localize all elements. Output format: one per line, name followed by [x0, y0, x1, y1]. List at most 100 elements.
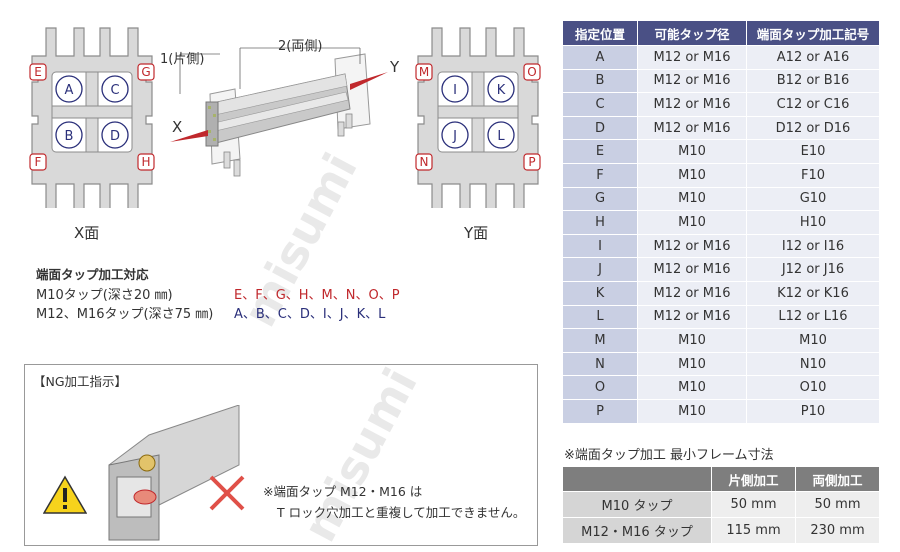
spec-position-cell: B	[562, 68, 638, 94]
spec-position-cell: I	[562, 233, 638, 259]
t-lock-illustration	[108, 405, 240, 541]
spec-position-cell: E	[562, 139, 638, 164]
spec-position-cell: D	[562, 115, 638, 141]
spec-code-cell: O10	[746, 375, 880, 400]
compat-list: M10タップ(深さ20 ㎜) E、F、G、H、M、N、O、P M12、M16タップ…	[36, 286, 400, 324]
min-frame-m12-both: 230 mm	[795, 517, 880, 544]
spec-code-cell: A12 or A16	[746, 45, 880, 70]
spec-position-cell: F	[562, 162, 638, 188]
ng-title: 【NG加工指示】	[33, 374, 128, 389]
spec-position-cell: O	[562, 375, 638, 400]
spec-code-cell: G10	[746, 186, 880, 212]
spec-tap-size-cell: M10	[637, 186, 747, 212]
spec-header-row: 指定位置 可能タップ径 端面タップ加工記号	[562, 20, 880, 46]
spec-tap-size-cell: M12 or M16	[637, 45, 747, 70]
spec-position-cell: J	[562, 257, 638, 282]
tap-A-label: A	[65, 83, 74, 98]
spec-header-tap-size: 可能タップ径	[637, 20, 747, 46]
x-face-profile: E G F H A C B D	[22, 16, 162, 213]
axis-y-label: Y	[389, 58, 400, 76]
tap-D-label: D	[110, 129, 120, 144]
spec-tap-size-cell: M12 or M16	[637, 257, 747, 282]
spec-tap-size-cell: M12 or M16	[637, 280, 747, 306]
frame-3d-diagram: 1(片側) 2(両側) X Y	[160, 34, 410, 194]
spec-tap-size-cell: M12 or M16	[637, 68, 747, 94]
tap-C-label: C	[110, 83, 119, 98]
axis-x-label: X	[172, 118, 182, 136]
compat-m12-label: M12、M16タップ(深さ75 ㎜)	[36, 307, 214, 322]
spec-tap-size-cell: M12 or M16	[637, 233, 747, 259]
tap-O-label: O	[527, 65, 536, 79]
min-frame-title: ※端面タップ加工 最小フレーム寸法	[564, 448, 774, 463]
min-frame-m12-label: M12・M16 タップ	[562, 517, 712, 544]
compat-m10-value: E、F、G、H、M、N、O、P	[234, 288, 400, 303]
x-face-title: X面	[74, 224, 100, 242]
spec-code-cell: M10	[746, 328, 880, 353]
spec-code-cell: L12 or L16	[746, 304, 880, 330]
min-frame-m10-label: M10 タップ	[562, 491, 712, 518]
spec-tap-size-cell: M10	[637, 398, 747, 424]
spec-tap-size-cell: M12 or M16	[637, 115, 747, 141]
warning-icon	[43, 475, 87, 514]
ng-instruction-box: 【NG加工指示】 ※端面タップ M12・M16 は T ロック穴加工と重複して加…	[24, 364, 538, 546]
y-face-profile: M O N P I K J L	[408, 16, 548, 213]
spec-code-cell: H10	[746, 210, 880, 235]
spec-tap-size-cell: M12 or M16	[637, 304, 747, 330]
compat-m10-label: M10タップ(深さ20 ㎜)	[36, 288, 173, 303]
tap-B-label: B	[65, 129, 74, 144]
spec-position-cell: G	[562, 186, 638, 212]
spec-code-cell: D12 or D16	[746, 115, 880, 141]
tap-P-label: P	[528, 155, 535, 169]
compat-m12-value: A、B、C、D、I、J、K、L	[234, 307, 386, 322]
spec-tap-size-cell: M10	[637, 351, 747, 377]
compat-row-m10: M10タップ(深さ20 ㎜) E、F、G、H、M、N、O、P	[36, 286, 400, 305]
ng-cross-icon	[209, 475, 245, 511]
table-row: M12・M16 タップ 115 mm 230 mm	[562, 517, 880, 544]
spec-header-position: 指定位置	[562, 20, 638, 46]
tap-J-label: J	[452, 129, 457, 144]
tap-K-label: K	[497, 83, 506, 98]
min-frame-header-single: 片側加工	[711, 466, 796, 492]
single-side-label: 1(片側)	[160, 52, 204, 67]
tap-N-label: N	[420, 155, 429, 169]
spec-code-cell: N10	[746, 351, 880, 377]
min-frame-header-both: 両側加工	[795, 466, 880, 492]
spec-position-cell: C	[562, 92, 638, 117]
spec-position-cell: K	[562, 280, 638, 306]
spec-code-cell: I12 or I16	[746, 233, 880, 259]
spec-position-cell: P	[562, 398, 638, 424]
spec-tap-size-cell: M10	[637, 139, 747, 164]
both-side-label: 2(両側)	[278, 39, 322, 54]
tap-G-label: G	[141, 65, 150, 79]
spec-code-cell: K12 or K16	[746, 280, 880, 306]
min-frame-header-blank	[562, 466, 712, 492]
spec-code-cell: B12 or B16	[746, 68, 880, 94]
spec-header-code: 端面タップ加工記号	[746, 20, 880, 46]
min-frame-m10-both: 50 mm	[795, 491, 880, 518]
tap-L-label: L	[497, 129, 505, 144]
spec-code-cell: P10	[746, 398, 880, 424]
spec-tap-size-cell: M10	[637, 375, 747, 400]
table-row: M10 タップ 50 mm 50 mm	[562, 491, 880, 518]
spec-position-cell: L	[562, 304, 638, 330]
compat-title: 端面タップ加工対応	[36, 267, 149, 282]
min-frame-m12-single: 115 mm	[711, 517, 796, 544]
min-frame-table: 片側加工 両側加工 M10 タップ 50 mm 50 mm M12・M16 タッ…	[562, 466, 880, 544]
y-face-title: Y面	[464, 224, 489, 242]
spec-code-cell: J12 or J16	[746, 257, 880, 282]
